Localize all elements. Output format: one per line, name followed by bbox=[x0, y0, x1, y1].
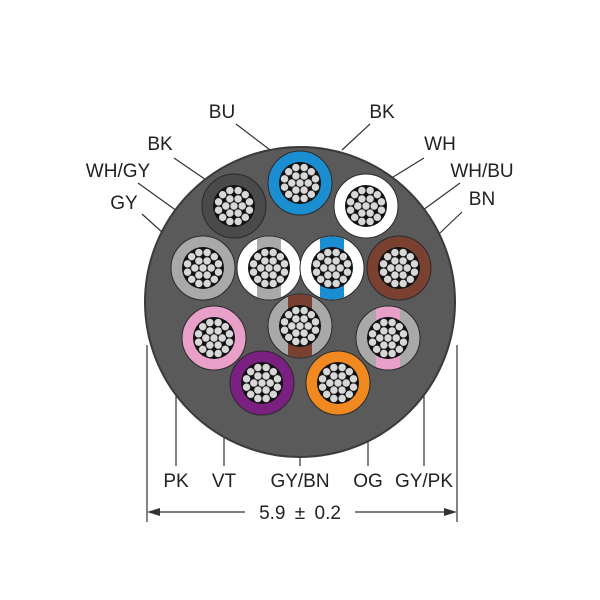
label-wh: WH bbox=[424, 134, 456, 155]
dimension-plus-minus: ± bbox=[295, 503, 305, 524]
conductor-og bbox=[305, 350, 371, 416]
label-wh-gy: WH/GY bbox=[86, 161, 151, 182]
conductor-gy-bn bbox=[267, 293, 333, 359]
conductor-vt bbox=[229, 350, 295, 416]
label-og: OG bbox=[353, 471, 383, 492]
label-bu: BU bbox=[209, 102, 235, 123]
label-gy: GY bbox=[110, 193, 138, 214]
label-gy-bn: GY/BN bbox=[270, 471, 329, 492]
dimension-arrow-left bbox=[147, 508, 160, 516]
dimension-value: 5.9 bbox=[259, 503, 285, 524]
conductor-pk bbox=[181, 305, 247, 371]
conductor-wh bbox=[333, 173, 399, 239]
dimension-tolerance: 0.2 bbox=[315, 503, 341, 524]
conductor-gy-pk bbox=[355, 305, 421, 371]
dimension-arrow-right bbox=[444, 508, 457, 516]
conductor-bn bbox=[366, 235, 432, 301]
label-wh-bu: WH/BU bbox=[450, 161, 513, 182]
conductor-wh-gy bbox=[236, 235, 302, 301]
conductor-gy bbox=[170, 235, 236, 301]
jacket-label: BK bbox=[369, 102, 395, 123]
conductor-wh-bu bbox=[299, 235, 365, 301]
label-bn: BN bbox=[469, 189, 495, 210]
conductor-group bbox=[170, 150, 432, 416]
conductor-bk bbox=[201, 173, 267, 239]
dimension-annotation: 5.9 ± 0.2 bbox=[146, 345, 458, 524]
leader-line-jacket bbox=[341, 123, 371, 151]
label-vt: VT bbox=[212, 471, 237, 492]
label-gy-pk: GY/PK bbox=[395, 471, 453, 492]
label-pk: PK bbox=[163, 471, 189, 492]
label-bk: BK bbox=[147, 134, 173, 155]
label-group: BK BU BK WH WH/GY WH/BU BN GY GY/BN PK GY/PK VT OG bbox=[86, 102, 514, 492]
dimension-label: 5.9 ± 0.2 bbox=[259, 503, 341, 524]
conductor-bu bbox=[267, 150, 333, 216]
